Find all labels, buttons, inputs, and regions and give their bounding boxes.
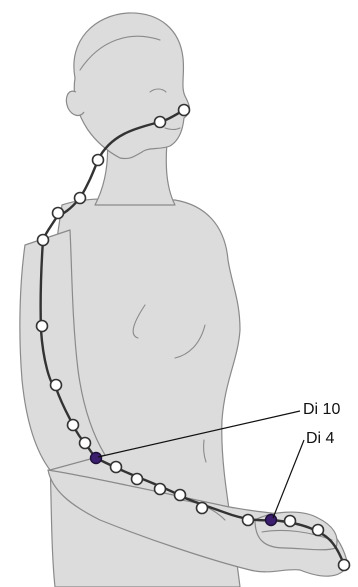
acupoint [313,525,324,536]
acupoint [285,516,296,527]
acupoint [175,490,186,501]
acupoint [155,117,166,128]
acupoint [38,235,49,246]
acupoint [51,380,62,391]
acupoint [243,515,254,526]
acupoint [179,105,190,116]
acupoint [155,484,166,495]
label-di4: Di 4 [306,430,334,448]
leader-line-di4 [273,440,304,518]
head [74,13,190,159]
acupoint-di4 [266,515,277,526]
label-di10: Di 10 [303,401,340,419]
acupoint [93,155,104,166]
acupoint [80,438,91,449]
acupoint [111,462,122,473]
acupoint [75,193,86,204]
acupoint [197,503,208,514]
acupoint [339,560,350,571]
acupoint [53,208,64,219]
acupoint [132,474,143,485]
acupoint-di10 [91,453,102,464]
acupoint [37,321,48,332]
acupoint [68,420,79,431]
